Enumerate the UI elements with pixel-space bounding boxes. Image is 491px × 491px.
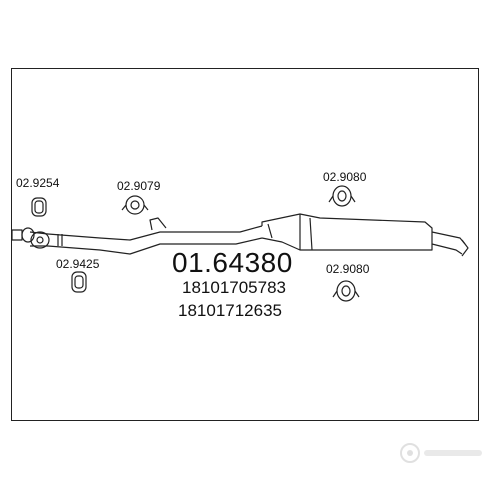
inlet-flange [11, 227, 50, 249]
tail-pipe [431, 231, 469, 257]
clamp-icon [31, 197, 47, 217]
exhaust-pipe [47, 217, 263, 255]
callout-label: 02.9080 [323, 170, 367, 184]
callout-label: 02.9254 [16, 176, 60, 190]
oe-number: 18101712635 [178, 301, 283, 320]
rubber-hanger-icon [328, 185, 356, 207]
callout-label: 02.9080 [326, 262, 370, 276]
oe-number: 18101705783 [182, 278, 287, 297]
rear-muffler [261, 213, 433, 251]
diagram-frame [11, 68, 479, 421]
callout-label: 02.9425 [56, 257, 100, 271]
watermark-logo-icon [400, 443, 482, 463]
rubber-hanger-icon [332, 280, 360, 302]
callout-label: 02.9079 [117, 179, 161, 193]
rubber-hanger-icon [121, 195, 149, 215]
gasket-icon [71, 271, 87, 293]
part-number: 01.64380 [172, 247, 293, 278]
